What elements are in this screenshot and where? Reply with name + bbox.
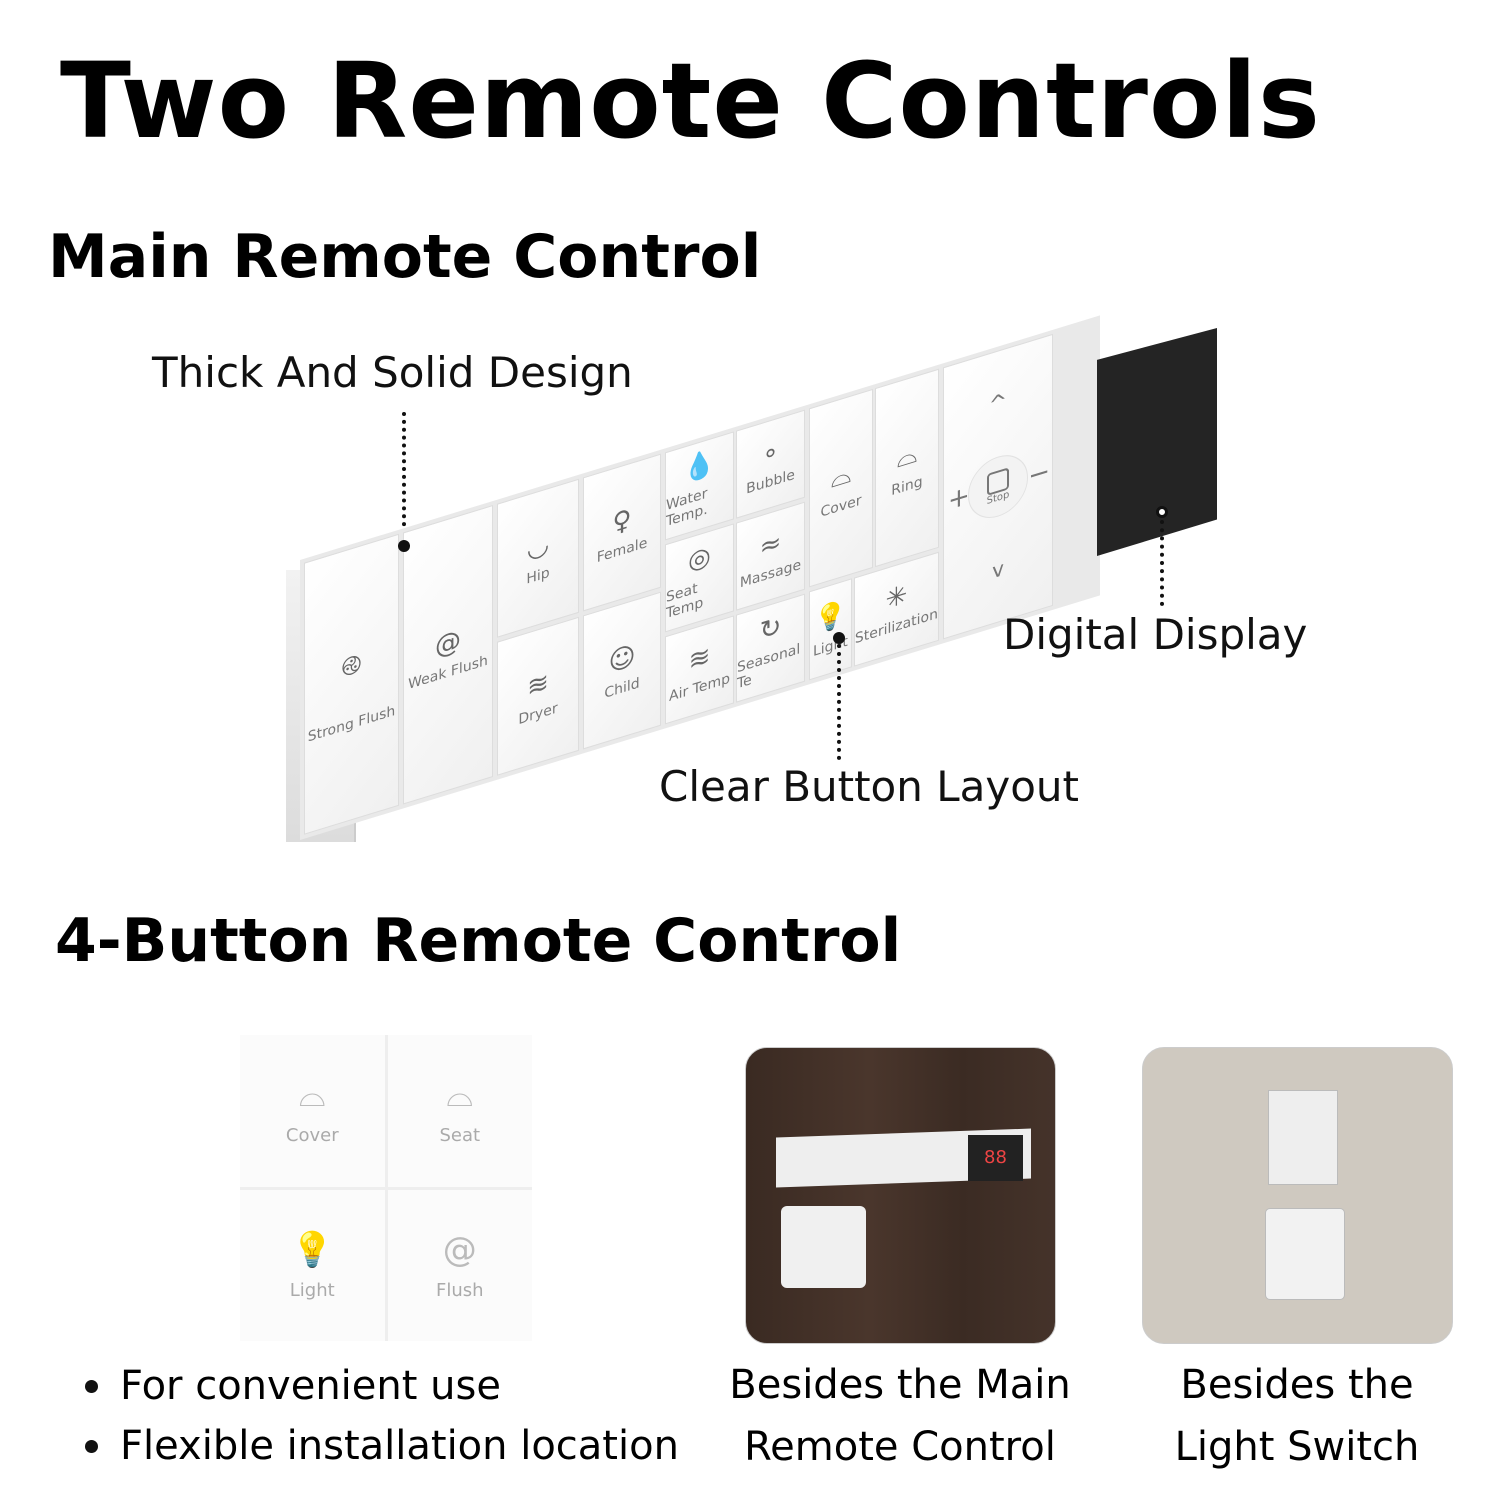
feature-item: Flexible installation location <box>85 1416 679 1476</box>
stop-button[interactable]: Stop <box>968 447 1028 526</box>
cover-icon: ⌓ <box>298 1075 326 1116</box>
callout-dot <box>833 632 845 644</box>
female-button[interactable]: ♀Female <box>583 453 661 612</box>
cover-icon: ⌓ <box>830 458 852 495</box>
seasonal-icon: ↻ <box>759 610 782 648</box>
plus-button[interactable]: + <box>948 480 970 517</box>
flush-icon: @ <box>442 1229 477 1270</box>
four-button-remote: ⌓Cover ⌓Seat 💡Light @Flush <box>240 1035 532 1341</box>
seasonal-button[interactable]: ↻Seasonal Te <box>736 593 805 703</box>
dryer-icon: ≋ <box>527 666 549 704</box>
mini-display: 88 <box>968 1135 1023 1181</box>
ring-icon: ⌓ <box>896 438 918 475</box>
child-icon: ☺ <box>608 640 636 679</box>
light-button[interactable]: 💡Light <box>240 1189 385 1341</box>
bubble-icon: ∘ <box>762 435 779 471</box>
seat-icon: ◎ <box>688 540 711 578</box>
callout-layout: Clear Button Layout <box>659 762 1079 811</box>
callout-dot <box>398 540 410 552</box>
callout-line <box>402 412 406 542</box>
hip-button[interactable]: ◡Hip <box>497 478 579 638</box>
bubble-button[interactable]: ∘Bubble <box>736 409 805 519</box>
light-switch <box>1268 1090 1338 1185</box>
navigation-pad[interactable]: ^ + − Stop v <box>943 333 1053 640</box>
water-temp-button[interactable]: 💧Water Temp. <box>665 431 734 541</box>
seat-icon: ⌓ <box>446 1075 474 1116</box>
main-remote-heading: Main Remote Control <box>48 222 762 292</box>
up-button[interactable]: ^ <box>988 388 1008 420</box>
sterilization-icon: ✳ <box>885 579 908 617</box>
four-button-heading: 4-Button Remote Control <box>55 906 902 976</box>
massage-button[interactable]: ≈Massage <box>736 501 805 611</box>
flush-button[interactable]: @Flush <box>387 1189 532 1341</box>
mini-four-button-remote <box>1265 1208 1345 1300</box>
callout-design: Thick And Solid Design <box>152 348 633 397</box>
feature-list: For convenient use Flexible installation… <box>85 1356 679 1476</box>
bulb-icon: 💡 <box>291 1229 334 1270</box>
cover-button[interactable]: ⌓Cover <box>809 388 873 588</box>
dryer-button[interactable]: ≋Dryer <box>497 616 579 776</box>
minus-button[interactable]: − <box>1028 455 1050 493</box>
callout-dot <box>1156 506 1168 518</box>
strong-flush-button[interactable]: ࿋Strong Flush <box>304 533 399 835</box>
ring-button[interactable]: ⌓Ring <box>875 368 939 567</box>
flush-icon: ࿋ <box>341 647 362 684</box>
hip-icon: ◡ <box>526 528 550 566</box>
down-button[interactable]: v <box>992 555 1004 584</box>
flush-icon: @ <box>435 624 461 663</box>
callout-line <box>837 644 841 760</box>
seat-temp-button[interactable]: ◎Seat Temp <box>665 523 734 633</box>
child-button[interactable]: ☺Child <box>583 591 661 750</box>
water-drop-icon: 💧 <box>683 446 716 487</box>
photo-wood-wall: 88 <box>745 1047 1056 1344</box>
air-icon: ≋ <box>688 640 711 678</box>
seat-button[interactable]: ⌓Seat <box>387 1035 532 1187</box>
weak-flush-button[interactable]: @Weak Flush <box>403 504 493 805</box>
digital-display <box>1097 328 1217 556</box>
page-title: Two Remote Controls <box>60 40 1321 162</box>
feature-item: For convenient use <box>85 1356 679 1416</box>
female-icon: ♀ <box>612 503 632 540</box>
photo-light-switch <box>1142 1047 1453 1344</box>
callout-display: Digital Display <box>1003 610 1308 659</box>
callout-line <box>1160 520 1164 606</box>
mini-four-button-remote <box>781 1206 866 1288</box>
cover-button[interactable]: ⌓Cover <box>240 1035 385 1187</box>
massage-icon: ≈ <box>759 526 782 564</box>
light-button[interactable]: 💡Light <box>809 577 852 681</box>
air-temp-button[interactable]: ≋Air Temp <box>665 615 734 725</box>
